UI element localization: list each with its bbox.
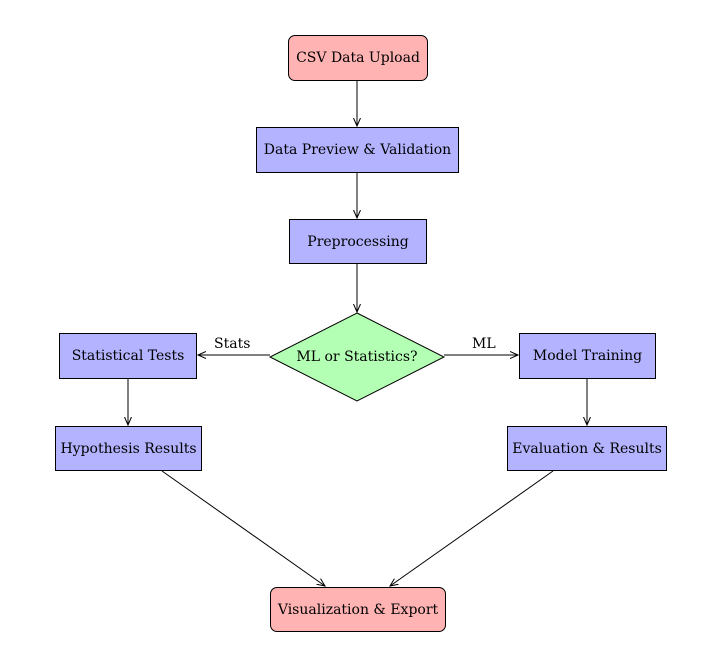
arrow-evaluation-to-visualization xyxy=(390,470,554,586)
csv-data-upload-label: CSV Data Upload xyxy=(296,50,420,66)
hypothesis-results-node: Hypothesis Results xyxy=(55,426,202,471)
edge-label-stats: Stats xyxy=(214,336,251,352)
decision-label-container: ML or Statistics? xyxy=(270,343,444,371)
statistical-tests-label: Statistical Tests xyxy=(71,348,185,364)
decision-label: ML or Statistics? xyxy=(296,349,418,365)
visualization-export-label: Visualization & Export xyxy=(277,601,439,618)
data-preview-validation-node: Data Preview & Validation xyxy=(256,127,459,173)
preprocessing-node: Preprocessing xyxy=(289,219,427,264)
csv-data-upload-node: CSV Data Upload xyxy=(288,35,428,81)
decision-diamond xyxy=(268,312,446,402)
statistical-tests-node: Statistical Tests xyxy=(59,333,197,379)
preprocessing-label: Preprocessing xyxy=(307,233,409,250)
hypothesis-results-label: Hypothesis Results xyxy=(60,440,197,457)
evaluation-results-node: Evaluation & Results xyxy=(507,426,667,471)
model-training-node: Model Training xyxy=(519,333,656,379)
visualization-export-node: Visualization & Export xyxy=(270,587,446,632)
evaluation-results-label: Evaluation & Results xyxy=(512,440,662,457)
edge-label-ml: ML xyxy=(472,336,496,352)
data-preview-validation-label: Data Preview & Validation xyxy=(263,142,452,158)
arrow-hypothesis-to-visualization xyxy=(161,470,325,586)
model-training-label: Model Training xyxy=(532,348,643,364)
